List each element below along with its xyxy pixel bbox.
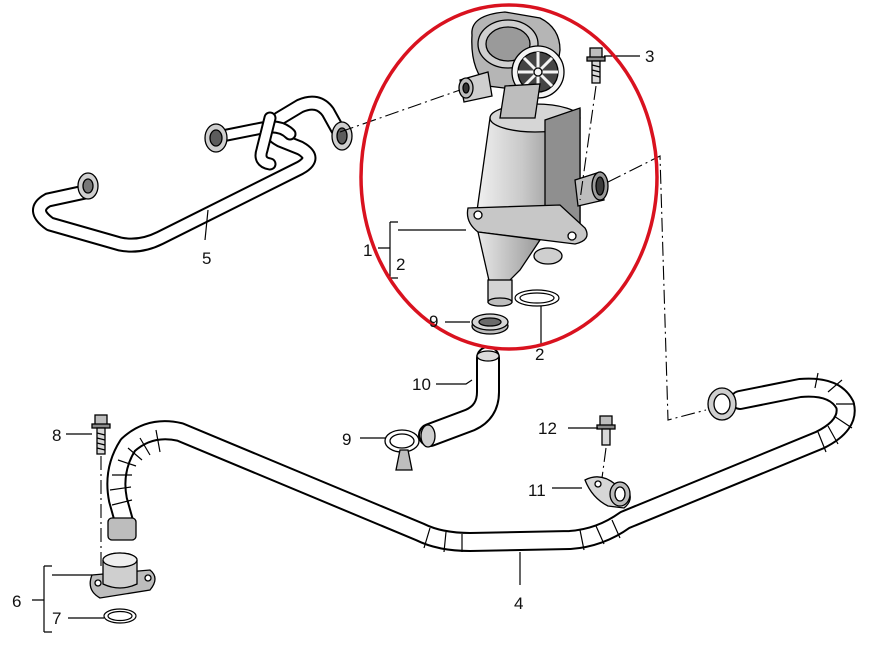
callout-bracket-6-7: [32, 565, 104, 633]
hose-10: [418, 346, 500, 448]
callout-labels: 1 2 2 3 4 5 6 7 8 9 9 10 11 12: [12, 47, 654, 628]
bolt-12: [568, 415, 616, 479]
o-ring-7: [103, 608, 137, 624]
callout-9-upper: 9: [429, 312, 438, 331]
callout-5: 5: [202, 249, 211, 268]
callout-8: 8: [52, 426, 61, 445]
breather-pipe-5: [32, 95, 353, 253]
oil-separator-1: [458, 11, 609, 307]
callout-2-upper: 2: [396, 255, 405, 274]
callout-4: 4: [514, 594, 523, 613]
callout-7: 7: [52, 609, 61, 628]
callout-3: 3: [645, 47, 654, 66]
callout-1: 1: [363, 241, 372, 260]
o-ring-2: [514, 289, 560, 344]
callout-12: 12: [538, 419, 557, 438]
callout-bracket-1-2: [378, 221, 466, 279]
callout-6: 6: [12, 592, 21, 611]
callout-9-lower: 9: [342, 430, 351, 449]
breather-hose-4: [106, 372, 856, 585]
assembly-lines: [339, 89, 707, 421]
bolt-8: [66, 414, 111, 570]
clip-11: [552, 476, 631, 509]
callout-10: 10: [412, 375, 431, 394]
flange-6: [89, 552, 156, 599]
hose-clamp-9-lower: [360, 429, 420, 471]
callout-11: 11: [528, 481, 546, 500]
callout-2-lower: 2: [535, 345, 544, 364]
bolt-3: [579, 47, 640, 201]
highlight-ring: [359, 3, 659, 351]
hose-clamp-9-upper: [445, 313, 509, 335]
